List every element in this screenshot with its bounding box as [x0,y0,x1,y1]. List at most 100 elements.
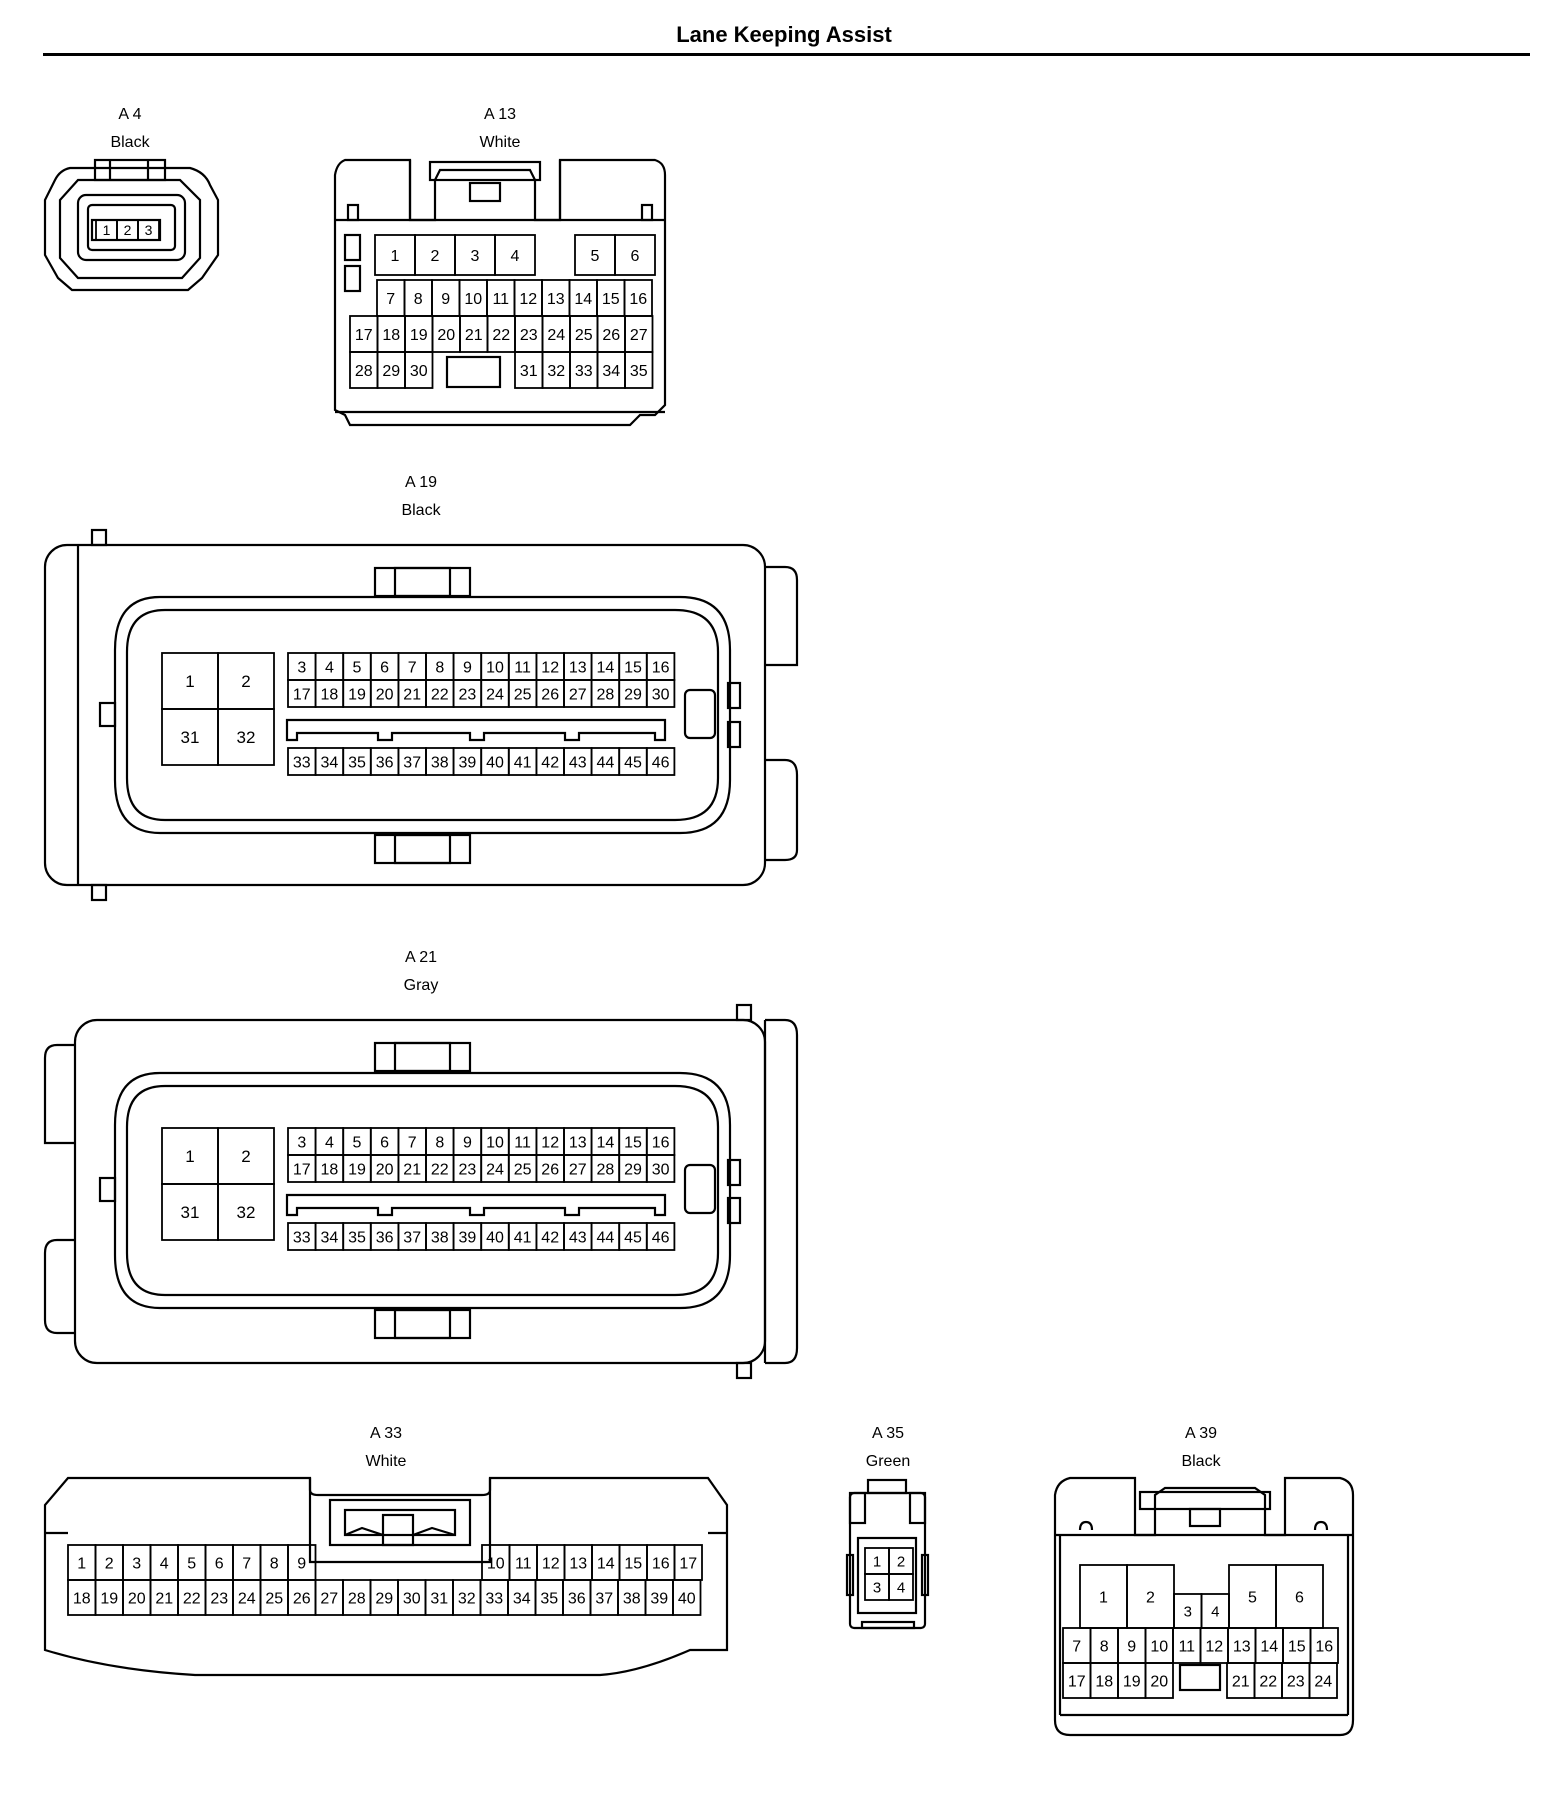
a39-pin-5: 5 [1248,1589,1257,1606]
a21-pin-38: 38 [431,1229,449,1246]
a19-pin-5: 5 [353,659,362,676]
a39-pin-11: 11 [1178,1638,1195,1655]
a19-pin-3: 3 [297,659,306,676]
a19-pin-39: 39 [459,754,477,771]
a33-pin-3: 3 [132,1555,141,1572]
a13-pin-24: 24 [547,327,565,344]
connector-a19-housing [43,528,799,902]
a13-pin-31: 31 [520,363,538,380]
a35-pin-3: 3 [873,1579,881,1596]
a13-pin-34: 34 [602,363,620,380]
a33-pin-18: 18 [73,1590,91,1607]
a21-pin-16: 16 [652,1134,670,1151]
a13-pin-16: 16 [629,291,647,308]
a39-pin-20: 20 [1150,1673,1168,1690]
a21-pin-40: 40 [486,1229,504,1246]
a33-pin-22: 22 [183,1590,201,1607]
a13-key-slot [445,355,502,389]
a13-pin-9: 9 [441,291,450,308]
a21-pin-42: 42 [541,1229,559,1246]
a19-pin-2: 2 [241,672,250,691]
connector-a19-color: Black [401,502,441,519]
connector-a35-housing [845,1478,930,1630]
a13-pin-4: 4 [511,248,520,265]
a19-pin-23: 23 [459,686,477,703]
a39-pin-3: 3 [1184,1603,1192,1620]
connector-a35-color: Green [865,1453,911,1470]
a19-pin-27: 27 [569,686,587,703]
a21-pin-24: 24 [486,1161,504,1178]
a19-pin-29: 29 [624,686,642,703]
a21-pin-36: 36 [376,1229,394,1246]
a33-pin-14: 14 [597,1555,615,1572]
a21-pin-37: 37 [403,1229,421,1246]
a13-pin-32: 32 [547,363,565,380]
a13-pin-14: 14 [574,291,592,308]
connector-a21-housing [43,1003,799,1380]
a13-pin-30-cell [404,351,434,389]
a33-pin-5: 5 [187,1555,196,1572]
a39-pin-12: 12 [1205,1638,1223,1655]
a21-pin-45: 45 [624,1229,642,1246]
a21-pin-43: 43 [569,1229,587,1246]
a21-pin-21: 21 [403,1161,421,1178]
a21-pin-29: 29 [624,1161,642,1178]
a33-pin-25: 25 [265,1590,283,1607]
a21-pin-23: 23 [459,1161,477,1178]
a39-pin-7: 7 [1072,1638,1081,1655]
a21-pin-8: 8 [435,1134,444,1151]
a13-pin-18: 18 [382,327,400,344]
connector-a39-color: Black [1181,1453,1221,1470]
a13-pin-26: 26 [602,327,620,344]
a13-pin-33: 33 [575,363,593,380]
title-rule [43,53,1530,56]
a33-pin-35: 35 [540,1590,558,1607]
a13-pin-28: 28 [355,363,373,380]
a39-pin-14: 14 [1260,1638,1278,1655]
connector-a4-id: A 4 [118,106,142,123]
a21-pin-25: 25 [514,1161,532,1178]
a21-pin-6: 6 [380,1134,389,1151]
a21-pin-30: 30 [652,1161,670,1178]
a33-pin-4: 4 [160,1555,169,1572]
a33-pin-10: 10 [487,1555,505,1572]
a33-pin-24: 24 [238,1590,256,1607]
connector-a39-housing [1053,1476,1355,1737]
a33-pin-39: 39 [650,1590,668,1607]
a13-pin-25: 25 [575,327,593,344]
a39-pin-9: 9 [1127,1638,1136,1655]
a19-pin-33: 33 [293,754,311,771]
a19-pin-46: 46 [652,754,670,771]
a13-pin-35-cell [624,351,654,389]
a19-pin-40: 40 [486,754,504,771]
a21-pin-14: 14 [597,1134,615,1151]
connector-a13-housing [333,158,667,427]
a19-pin-19: 19 [348,686,366,703]
a19-pin-4: 4 [325,659,334,676]
a19-pin-21: 21 [403,686,421,703]
a13-pin-30: 30 [410,363,428,380]
a13-pin-35: 35 [630,363,648,380]
a21-pin-18: 18 [321,1161,339,1178]
a21-pin-39: 39 [459,1229,477,1246]
a39-pin-22: 22 [1259,1673,1277,1690]
a13-pin-23: 23 [520,327,538,344]
a33-pin-26: 26 [293,1590,311,1607]
a13-pin-6: 6 [631,248,640,265]
a19-pin-26: 26 [541,686,559,703]
a19-pin-35: 35 [348,754,366,771]
a21-pin-32: 32 [237,1203,256,1222]
a21-pin-20: 20 [376,1161,394,1178]
a19-pin-36: 36 [376,754,394,771]
a39-pin-13: 13 [1233,1638,1251,1655]
a19-pin-42: 42 [541,754,559,771]
a19-pin-41: 41 [514,754,532,771]
a33-pin-29: 29 [375,1590,393,1607]
a19-pin-6: 6 [380,659,389,676]
a39-pin-17: 17 [1068,1673,1086,1690]
a21-pin-3: 3 [297,1134,306,1151]
a19-pin-28: 28 [597,686,615,703]
connector-a35-id: A 35 [871,1425,905,1442]
a33-pin-40: 40 [678,1590,696,1607]
